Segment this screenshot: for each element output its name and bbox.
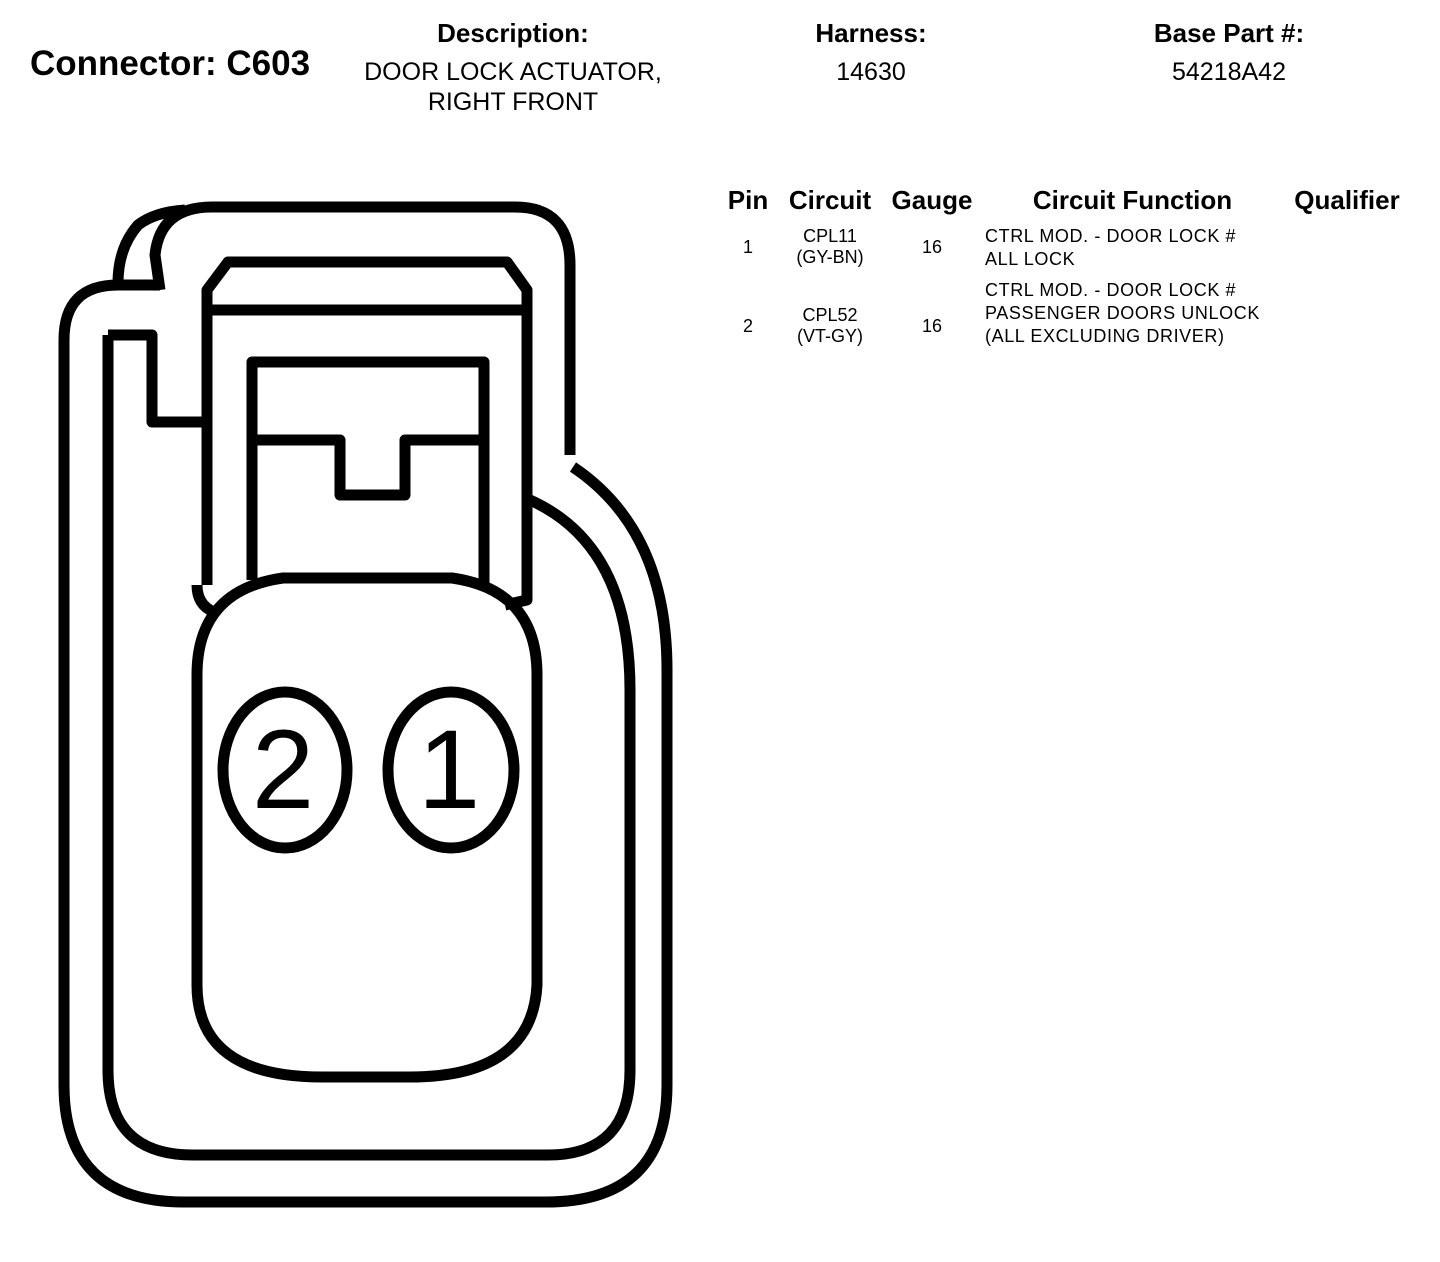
latch-window bbox=[246, 356, 490, 585]
base-part-value: 54218A42 bbox=[1171, 58, 1286, 86]
gauge-value: 16 bbox=[921, 237, 943, 257]
gauge-value: 16 bbox=[921, 316, 943, 336]
function-column-header: Circuit Function bbox=[1032, 185, 1233, 215]
cavity-2-circle bbox=[217, 686, 353, 854]
cavity-1: 1 bbox=[382, 686, 520, 854]
harness-value: 14630 bbox=[836, 58, 906, 86]
cavity-2: 2 bbox=[217, 686, 353, 854]
harness-label: Harness: bbox=[815, 18, 927, 48]
pin-number: 2 bbox=[742, 316, 753, 336]
circuit-column-header: Circuit bbox=[788, 185, 872, 215]
pin-number: 1 bbox=[742, 237, 753, 257]
cavity-2-label: 2 bbox=[252, 707, 314, 832]
wire-color: (GY-BN) bbox=[796, 247, 864, 267]
latch-outline bbox=[201, 256, 533, 611]
pin-column-header: Pin bbox=[727, 185, 769, 215]
gauge-column-header: Gauge bbox=[891, 185, 973, 215]
circuit-cell: CPL52 (VT-GY) bbox=[780, 305, 880, 347]
latch-tab bbox=[252, 434, 484, 501]
description-label: Description: bbox=[437, 18, 589, 48]
description-value: DOOR LOCK ACTUATOR, RIGHT FRONT bbox=[338, 57, 688, 117]
cavity-1-label: 1 bbox=[418, 707, 480, 832]
terminal-body bbox=[191, 572, 543, 1083]
cavity-1-circle bbox=[382, 686, 520, 854]
base-part-label: Base Part #: bbox=[1153, 18, 1305, 48]
circuit-cell: CPL11 (GY-BN) bbox=[780, 226, 880, 268]
qualifier-column-header: Qualifier bbox=[1294, 185, 1400, 215]
circuit-function: CTRL MOD. - DOOR LOCK # ALL LOCK bbox=[985, 225, 1275, 271]
circuit-function-text: CTRL MOD. - DOOR LOCK # ALL LOCK bbox=[985, 226, 1237, 269]
description-text: DOOR LOCK ACTUATOR, RIGHT FRONT bbox=[364, 58, 662, 116]
connector-face-drawing: 2 1 bbox=[58, 201, 673, 1208]
circuit-function-text: CTRL MOD. - DOOR LOCK # PASSENGER DOORS … bbox=[985, 280, 1260, 346]
outer-housing-outline bbox=[58, 201, 673, 1208]
outer-housing-lip bbox=[112, 204, 186, 284]
connector-title: Connector: C603 bbox=[30, 44, 311, 83]
inner-housing-wall bbox=[102, 329, 636, 1161]
circuit-code: CPL11 bbox=[803, 226, 857, 246]
circuit-function: CTRL MOD. - DOOR LOCK # PASSENGER DOORS … bbox=[985, 279, 1275, 348]
wire-color: (VT-GY) bbox=[797, 326, 863, 346]
circuit-code: CPL52 bbox=[802, 305, 858, 325]
